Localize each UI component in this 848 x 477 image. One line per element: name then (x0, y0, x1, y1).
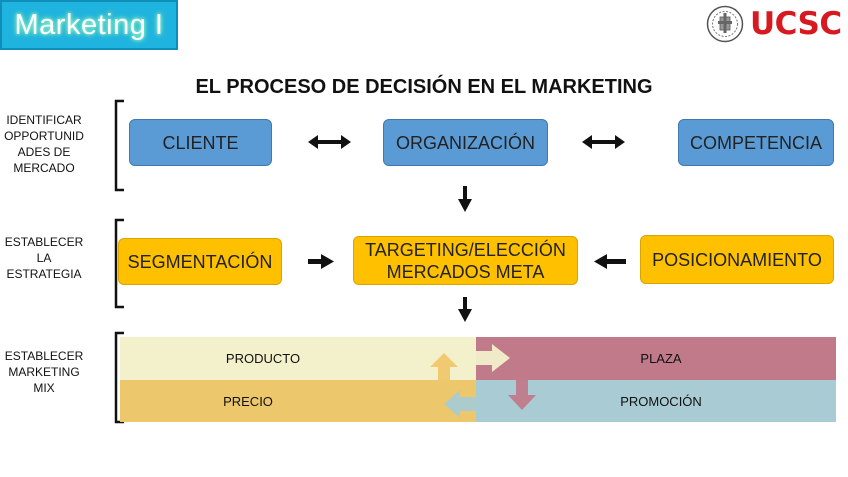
targeting-box: TARGETING/ELECCIÓN MERCADOS META (353, 236, 578, 285)
right-arrow-icon (308, 254, 334, 269)
organizacion-box: ORGANIZACIÓN (383, 119, 548, 166)
plaza-label: PLAZA (640, 351, 682, 366)
down-arrow-icon (508, 380, 536, 410)
competencia-box: COMPETENCIA (678, 119, 834, 166)
segmentacion-box: SEGMENTACIÓN (118, 238, 282, 285)
cliente-box: CLIENTE (129, 119, 272, 166)
right-arrow-icon (476, 344, 510, 372)
course-title: Marketing I (14, 8, 164, 41)
double-arrow-icon (308, 135, 351, 149)
precio-label: PRECIO (223, 393, 273, 409)
posicionamiento-box: POSICIONAMIENTO (640, 235, 834, 284)
university-seal-icon (706, 5, 744, 43)
down-arrow-icon (458, 297, 472, 322)
logo-text: UCSC (750, 6, 842, 42)
diagram-title: EL PROCESO DE DECISIÓN EN EL MARKETING (195, 76, 653, 98)
promocion-label: PROMOCIÓN (620, 393, 702, 409)
precio-quadrant: PRECIO (120, 380, 476, 422)
row1-label: IDENTIFICAR OPPORTUNID ADES DE MERCADO (4, 113, 84, 175)
posicionamiento-label: POSICIONAMIENTO (652, 249, 822, 270)
course-title-badge: Marketing I (0, 0, 178, 50)
row2-label: ESTABLECER LA ESTRATEGIA (4, 235, 84, 281)
row1-bracket (114, 99, 124, 192)
cliente-label: CLIENTE (162, 132, 239, 153)
segmentacion-label: SEGMENTACIÓN (127, 251, 273, 272)
mix-arrows (430, 344, 536, 418)
up-arrow-icon (430, 353, 458, 380)
marketing-mix-panel: PRODUCTO PLAZA PRECIO PROMOCIÓN (120, 337, 836, 422)
left-arrow-icon (594, 254, 626, 269)
row3-bracket (114, 331, 124, 424)
row3-label: ESTABLECER MARKETING MIX (4, 349, 84, 395)
targeting-label: TARGETING/ELECCIÓN MERCADOS META (365, 239, 566, 282)
organizacion-label: ORGANIZACIÓN (395, 132, 535, 153)
promocion-quadrant: PROMOCIÓN (476, 380, 836, 422)
competencia-label: COMPETENCIA (689, 132, 822, 153)
left-arrow-icon (444, 390, 476, 418)
down-arrow-icon (458, 186, 472, 212)
producto-label: PRODUCTO (225, 351, 301, 366)
row2-bracket (114, 218, 124, 309)
producto-quadrant: PRODUCTO (120, 337, 476, 380)
double-arrow-icon (582, 135, 625, 149)
plaza-quadrant: PLAZA (476, 337, 836, 380)
university-logo: UCSC (706, 2, 848, 46)
